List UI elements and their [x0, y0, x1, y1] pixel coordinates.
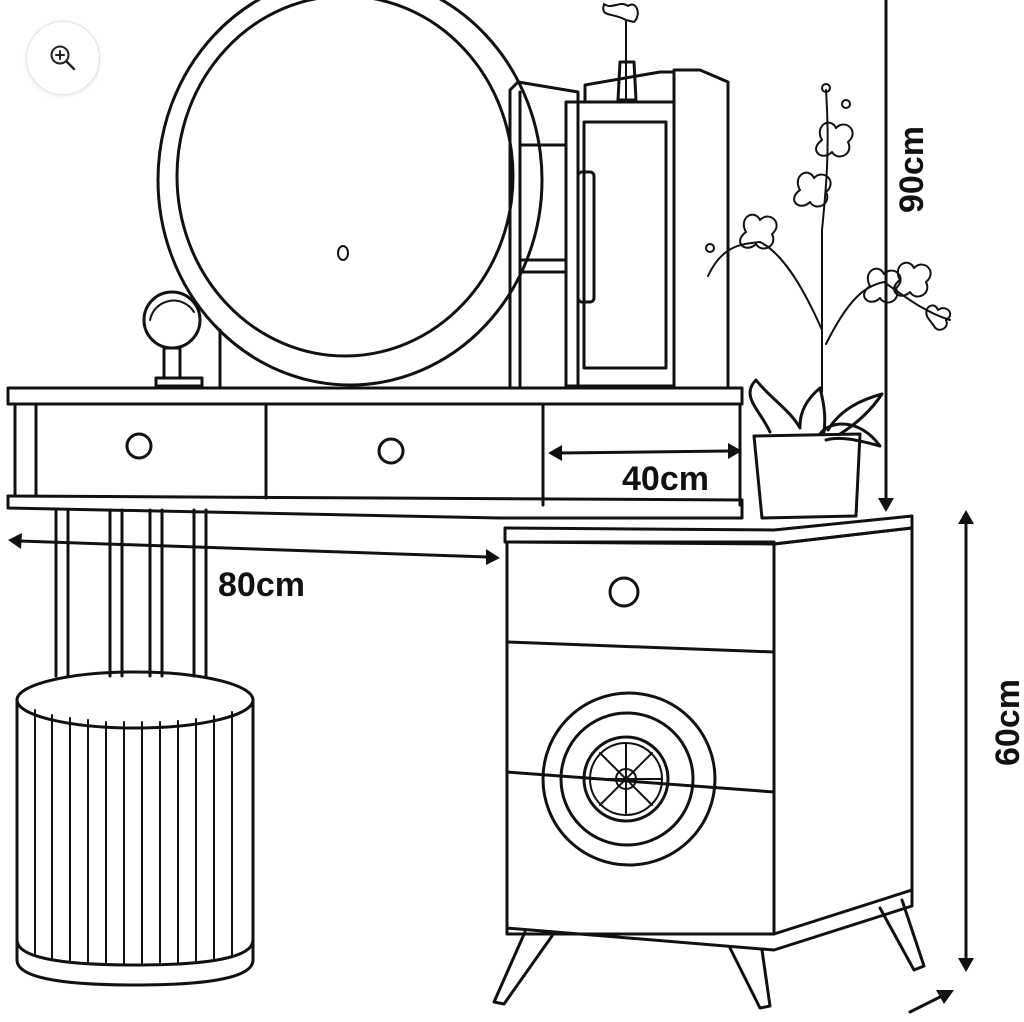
potted-orchid — [705, 83, 952, 520]
table-top — [6, 386, 744, 520]
side-cabinet — [492, 514, 926, 1010]
pouf — [15, 670, 255, 987]
round-mirror — [156, 0, 544, 390]
height-dimension-label: 90cm — [893, 126, 931, 213]
zoom-in-button[interactable] — [26, 21, 100, 95]
zoom-in-icon — [50, 45, 76, 71]
mirror-side-shelf — [508, 68, 730, 388]
vase-flower — [602, 3, 639, 102]
table-legs — [54, 508, 208, 678]
dimension-arrows — [8, 0, 974, 1014]
width-dimension-label: 80cm — [218, 566, 305, 604]
depth-dimension-label: 40cm — [622, 460, 709, 498]
cabinet-height-dimension-label: 60cm — [989, 679, 1024, 766]
makeup-mirror — [142, 290, 204, 388]
